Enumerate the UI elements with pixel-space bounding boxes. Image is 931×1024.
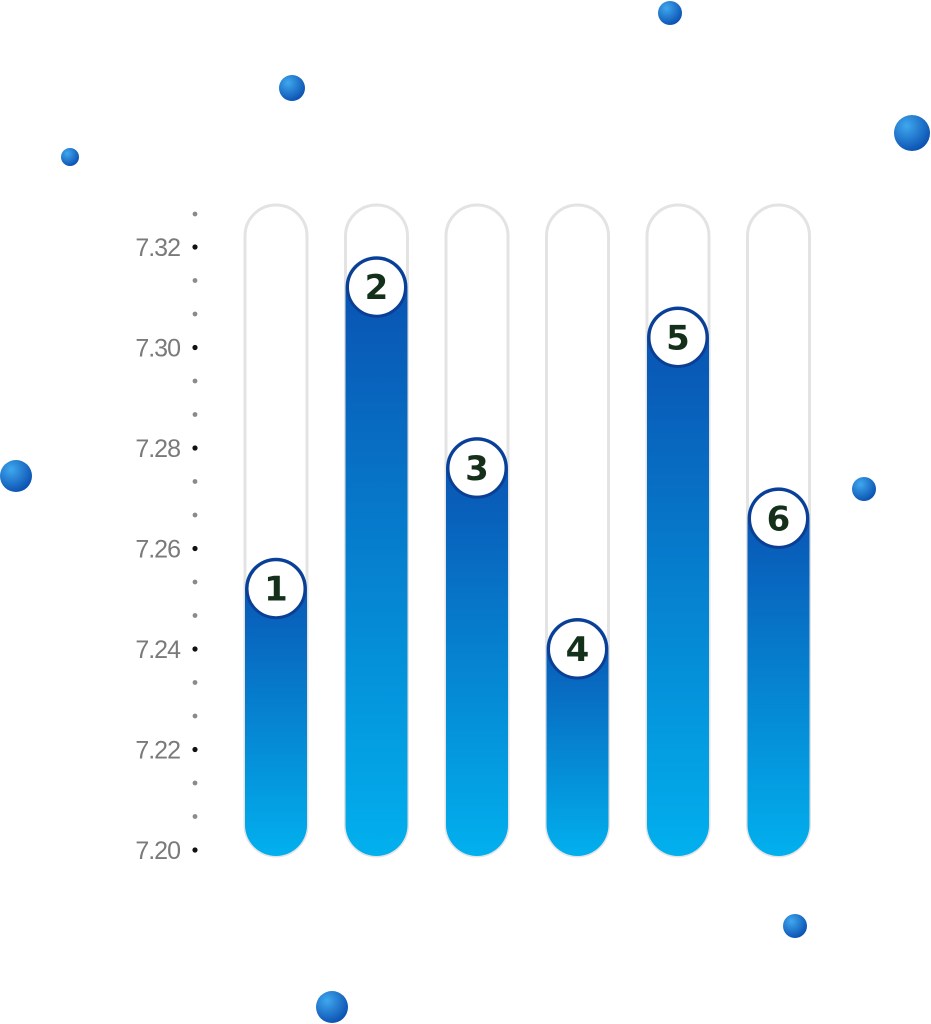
y-axis-major-dot bbox=[192, 244, 198, 250]
y-tick-label: 7.22 bbox=[135, 737, 180, 765]
decorative-dot bbox=[316, 991, 348, 1023]
y-axis-minor-dot bbox=[192, 211, 198, 217]
y-axis-minor-dot bbox=[192, 412, 198, 417]
y-axis-minor-dot bbox=[192, 512, 198, 518]
bar-category-label: 2 bbox=[365, 268, 389, 308]
y-tick-label: 7.32 bbox=[135, 234, 180, 262]
y-axis-minor-dot bbox=[192, 378, 198, 384]
bar-5: 5 bbox=[645, 203, 711, 858]
bar-6: 6 bbox=[746, 203, 811, 858]
bar-fill bbox=[245, 557, 307, 856]
bar-category-label: 3 bbox=[465, 449, 489, 489]
bar-label-badge bbox=[748, 487, 809, 549]
y-axis-minor-dot bbox=[192, 579, 198, 585]
decorative-dot bbox=[61, 148, 79, 166]
bar-fill bbox=[446, 437, 508, 856]
decorative-dot bbox=[783, 914, 807, 938]
y-axis-minor-dot bbox=[192, 311, 198, 317]
y-axis-minor-dot bbox=[192, 613, 198, 618]
y-axis-minor-dot bbox=[192, 278, 198, 283]
bar-label-badge bbox=[245, 558, 307, 620]
decorative-dot bbox=[658, 1, 682, 25]
bar-label-badge bbox=[547, 618, 608, 680]
y-axis-major-dot bbox=[192, 545, 198, 552]
bar-1: 1 bbox=[243, 203, 309, 858]
y-axis-major-dot bbox=[192, 746, 198, 753]
bar-label-badge bbox=[346, 256, 407, 318]
bar-label-badge bbox=[647, 306, 709, 368]
bar-category-label: 5 bbox=[666, 318, 690, 358]
y-axis-major-dot bbox=[192, 344, 198, 351]
decorative-dot bbox=[894, 115, 930, 151]
y-axis-minor-dot bbox=[192, 814, 198, 819]
bar-category-label: 4 bbox=[566, 630, 590, 670]
bar-category-label: 1 bbox=[264, 570, 288, 610]
y-tick-label: 7.20 bbox=[135, 837, 180, 865]
y-axis-minor-dot bbox=[192, 680, 198, 685]
y-axis-minor-dot bbox=[192, 479, 198, 484]
bar-2: 2 bbox=[344, 203, 409, 858]
y-tick-label: 7.28 bbox=[135, 435, 180, 463]
decorative-dot bbox=[0, 460, 32, 492]
y-axis-major-dot bbox=[192, 445, 198, 451]
bar-fill bbox=[546, 618, 609, 856]
bar-fill bbox=[747, 487, 810, 856]
y-tick-label: 7.30 bbox=[135, 335, 180, 363]
decorative-dot bbox=[279, 75, 305, 101]
bar-fill bbox=[647, 306, 709, 857]
y-axis-major-dot bbox=[192, 847, 198, 853]
bar-3: 3 bbox=[444, 203, 510, 858]
y-tick-label: 7.24 bbox=[135, 636, 181, 664]
bar-category-label: 6 bbox=[767, 499, 791, 539]
y-axis: 7.20 7.22 7.24 7.26 7.28 7.30 7.32 bbox=[135, 211, 198, 865]
y-tick-label: 7.26 bbox=[135, 536, 180, 564]
decorative-dot bbox=[852, 477, 876, 501]
bar-fill bbox=[345, 256, 408, 857]
bars-group: 1 2 3 4 5 6 bbox=[243, 203, 811, 858]
bar-label-badge bbox=[446, 437, 508, 499]
y-axis-minor-dot bbox=[192, 713, 198, 719]
y-axis-major-dot bbox=[192, 646, 198, 652]
y-axis-minor-dot bbox=[192, 780, 198, 786]
bar-4: 4 bbox=[545, 203, 610, 858]
